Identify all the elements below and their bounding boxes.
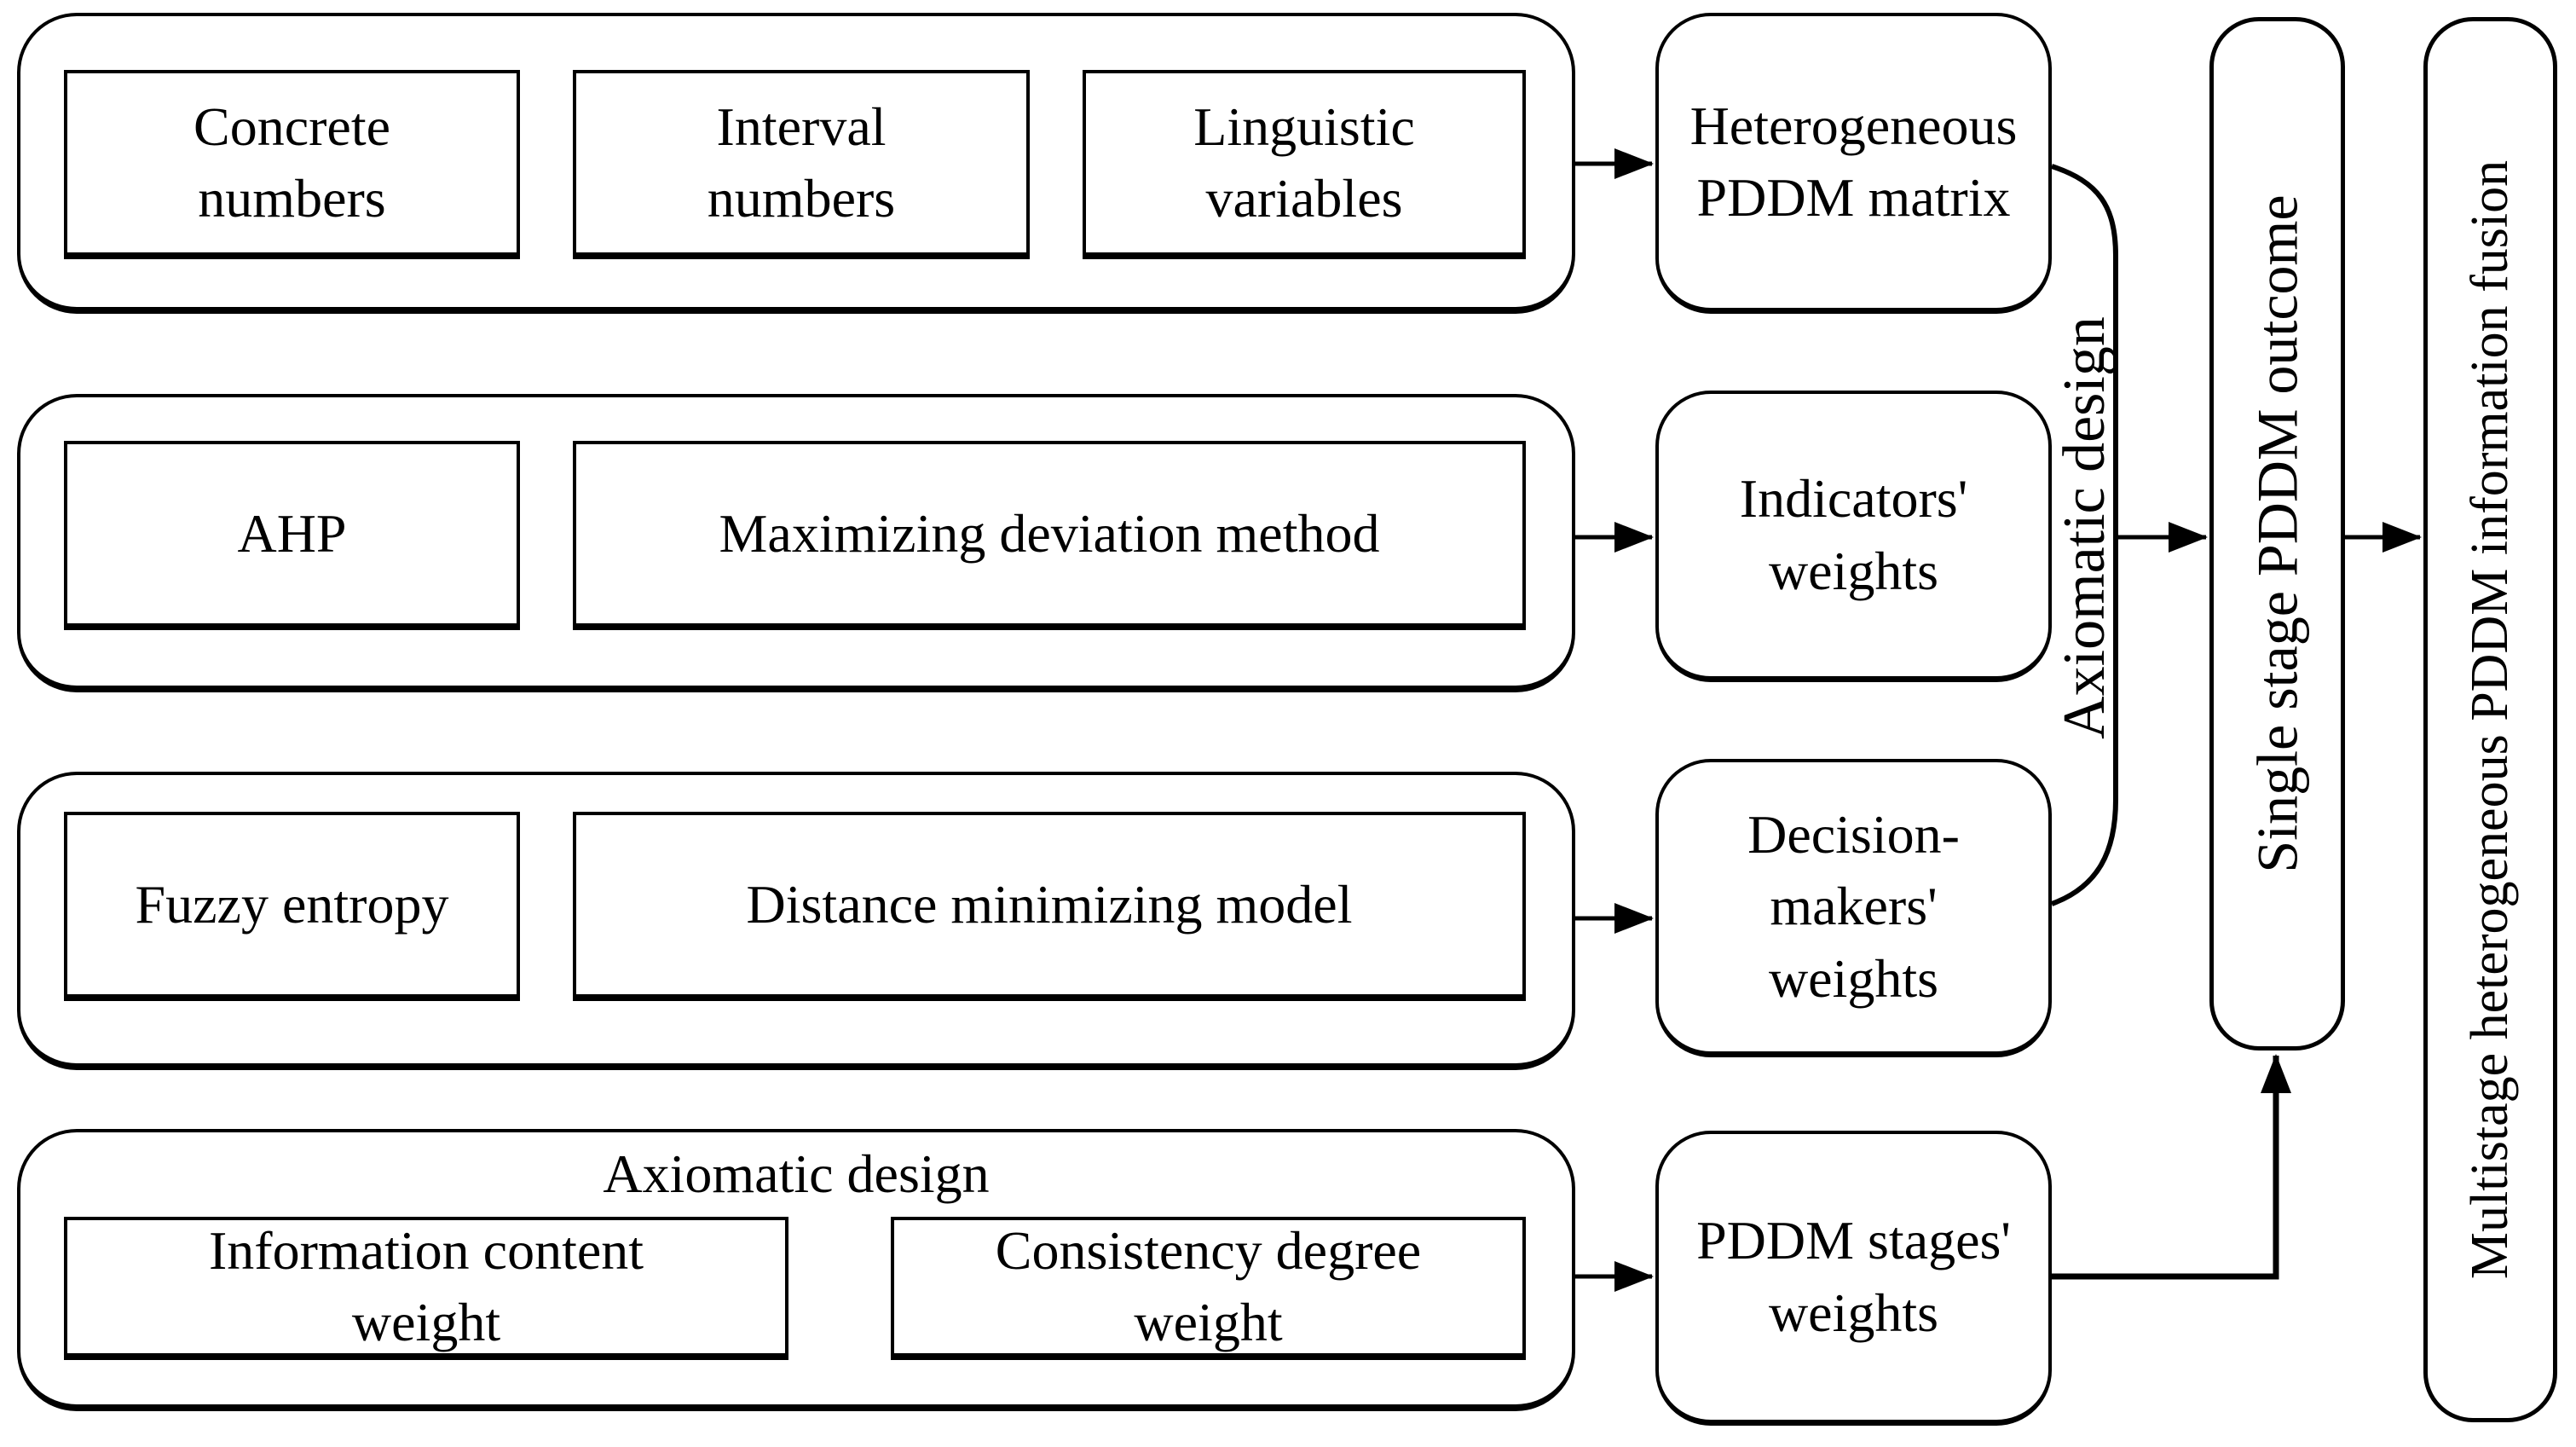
box-indicators-weights: Indicators' weights <box>1655 391 2052 682</box>
box-fuzzy-entropy: Fuzzy entropy <box>64 812 520 1001</box>
multistage-pddm-information-fusion-label: Multistage heterogeneous PDDM informatio… <box>2461 159 2520 1280</box>
box-information-content-weight: Information content weight <box>64 1217 788 1360</box>
bracket-label-axiomatic-design: Axiomatic design <box>2052 316 2117 739</box>
box-interval-numbers: Interval numbers <box>573 70 1030 259</box>
box-multistage-pddm-information-fusion: Multistage heterogeneous PDDM informatio… <box>2423 17 2557 1422</box>
box-concrete-numbers: Concrete numbers <box>64 70 520 259</box>
gathering-bracket <box>2050 164 2118 906</box>
arrow-stage-weights-to-single-stage <box>2052 1054 2291 1280</box>
box-ahp: AHP <box>64 441 520 630</box>
box-single-stage-pddm-outcome: Single stage PDDM outcome <box>2209 17 2345 1051</box>
single-stage-pddm-outcome-label: Single stage PDDM outcome <box>2244 194 2310 873</box>
box-decision-makers-weights: Decision- makers' weights <box>1655 759 2052 1057</box>
group-axiomatic-design-label: Axiomatic design <box>603 1143 990 1204</box>
box-maximizing-deviation-method: Maximizing deviation method <box>573 441 1526 630</box>
box-consistency-degree-weight: Consistency degree weight <box>891 1217 1526 1360</box>
box-pddm-stages-weights: PDDM stages' weights <box>1655 1131 2052 1426</box>
box-heterogeneous-pddm-matrix: Heterogeneous PDDM matrix <box>1655 13 2052 314</box>
box-distance-minimizing-model: Distance minimizing model <box>573 812 1526 1001</box>
box-linguistic-variables: Linguistic variables <box>1083 70 1526 259</box>
